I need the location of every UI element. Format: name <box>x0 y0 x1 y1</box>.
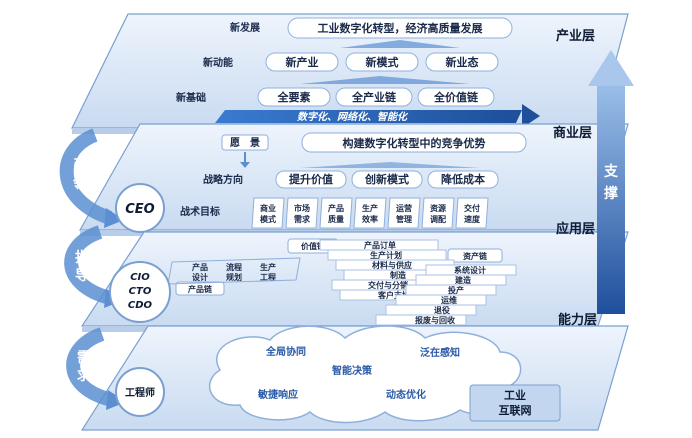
direct-char-1: 指 <box>75 249 89 266</box>
platform-line-2: 互联网 <box>499 403 532 417</box>
asset-item: 退役 <box>434 305 450 315</box>
role-ceo: CEO <box>125 202 154 217</box>
application-layer-name: 应用层 <box>556 221 595 237</box>
tactic-box <box>387 197 421 229</box>
asset-item: 投产 <box>448 285 464 295</box>
vision-text: 构建数字化转型中的竞争优势 <box>343 136 486 150</box>
tactic-box <box>319 197 353 229</box>
role-cdo: CDO <box>128 300 153 311</box>
tactic-item: 市场需求 <box>294 203 311 224</box>
tactic-item: 运营管理 <box>396 203 412 224</box>
value-item: 制造 <box>390 270 406 280</box>
tactic-label: 战术目标 <box>180 205 220 218</box>
capability-item: 泛在感知 <box>420 346 460 359</box>
value-item: 产品订单 <box>364 240 396 250</box>
guide-char-1: 引 <box>73 158 87 174</box>
tactic-item: 生产效率 <box>362 203 378 224</box>
asset-chain-label: 资产链 <box>463 251 488 261</box>
pill-new-business: 新业态 <box>446 55 479 69</box>
asset-step <box>375 314 467 326</box>
row-label-new-momentum: 新动能 <box>203 56 233 69</box>
tactic-item: 交付速度 <box>464 203 481 224</box>
tactic-box <box>251 197 285 229</box>
strategy-label: 战略方向 <box>203 173 243 186</box>
product-item: 产品设计 <box>192 262 208 282</box>
capability-item: 全局协同 <box>265 345 306 358</box>
pill-all-elements: 全要素 <box>277 90 311 104</box>
tactic-item: 商业模式 <box>260 203 276 224</box>
capability-item: 动态优化 <box>386 388 426 401</box>
business-layer-name: 商业层 <box>553 125 592 141</box>
industry-layer-name: 产业层 <box>556 28 595 44</box>
tactic-item: 产品质量 <box>328 203 344 224</box>
row-label-new-development: 新发展 <box>230 21 260 34</box>
guide-char-2: 领 <box>73 175 87 192</box>
capability-layer-name: 能力层 <box>558 312 597 328</box>
asset-item: 报废与回收 <box>415 315 455 325</box>
tactic-items: 商业模式 市场需求 产品质量 生产效率 运营管理 资源调配 交付速度 <box>251 197 489 229</box>
value-item: 交付与分销 <box>368 280 408 290</box>
strategy-pill-2: 创新模式 <box>364 172 409 186</box>
product-chain-box <box>167 257 301 285</box>
product-chain-items: 产品设计 流程规划 生产工程 <box>167 257 301 285</box>
pill-whole-value-chain: 全价值链 <box>433 90 479 104</box>
demand-char-1: 需 <box>77 349 91 366</box>
tactic-box <box>421 197 455 229</box>
support-label-char-2: 撑 <box>604 185 618 202</box>
left-flow: 引 领 指 导 需 求 CEO CIO CTO CDO 工程师 <box>59 128 171 417</box>
capability-item: 智能决策 <box>332 364 373 377</box>
digitalization-band: 数字化、网络化、智能化 <box>297 111 409 123</box>
pill-new-mode: 新模式 <box>366 55 399 69</box>
support-label-char-1: 支 <box>603 163 619 180</box>
demand-char-2: 求 <box>77 367 92 384</box>
asset-item: 系统设计 <box>454 265 486 275</box>
business-layer: 商业层 愿 景 构建数字化转型中的竞争优势 战略方向 提升价值 创新模式 降低成… <box>78 123 629 236</box>
product-item: 流程规划 <box>226 262 242 282</box>
role-engineer: 工程师 <box>125 386 155 399</box>
product-chain-label: 产品链 <box>188 284 213 294</box>
value-item: 生产计划 <box>370 250 402 260</box>
tactic-box <box>285 197 319 229</box>
row-label-new-foundation: 新基础 <box>176 91 206 104</box>
strategy-pill-3: 降低成本 <box>441 172 485 186</box>
tactic-item: 资源调配 <box>430 203 446 224</box>
tactic-box <box>455 197 489 229</box>
industry-layer: 产业层 新发展 工业数字化转型，经济高质量发展 新动能 新产业 新模式 新业态 … <box>71 13 629 134</box>
role-cto: CTO <box>129 286 152 297</box>
role-cio: CIO <box>130 272 150 283</box>
vision-label: 愿 景 <box>230 137 260 149</box>
tactic-box <box>353 197 387 229</box>
asset-item: 建造 <box>454 275 471 285</box>
asset-item: 运维 <box>441 295 457 305</box>
value-item: 客户支持 <box>377 290 410 300</box>
value-item: 材料与供应 <box>372 260 412 270</box>
asset-step <box>385 304 477 316</box>
capability-item: 敏捷响应 <box>257 388 298 401</box>
strategy-pill-1: 提升价值 <box>289 172 333 186</box>
value-chain-label: 价值链 <box>301 241 326 251</box>
pill-digital-transformation: 工业数字化转型，经济高质量发展 <box>318 21 484 35</box>
pill-new-industry: 新产业 <box>286 55 319 69</box>
pill-whole-industry-chain: 全产业链 <box>351 90 397 104</box>
product-item: 生产工程 <box>260 262 276 282</box>
support-arrow: 支 撑 <box>588 50 634 314</box>
direct-char-2: 导 <box>75 268 89 284</box>
platform-line-1: 工业 <box>504 388 526 402</box>
